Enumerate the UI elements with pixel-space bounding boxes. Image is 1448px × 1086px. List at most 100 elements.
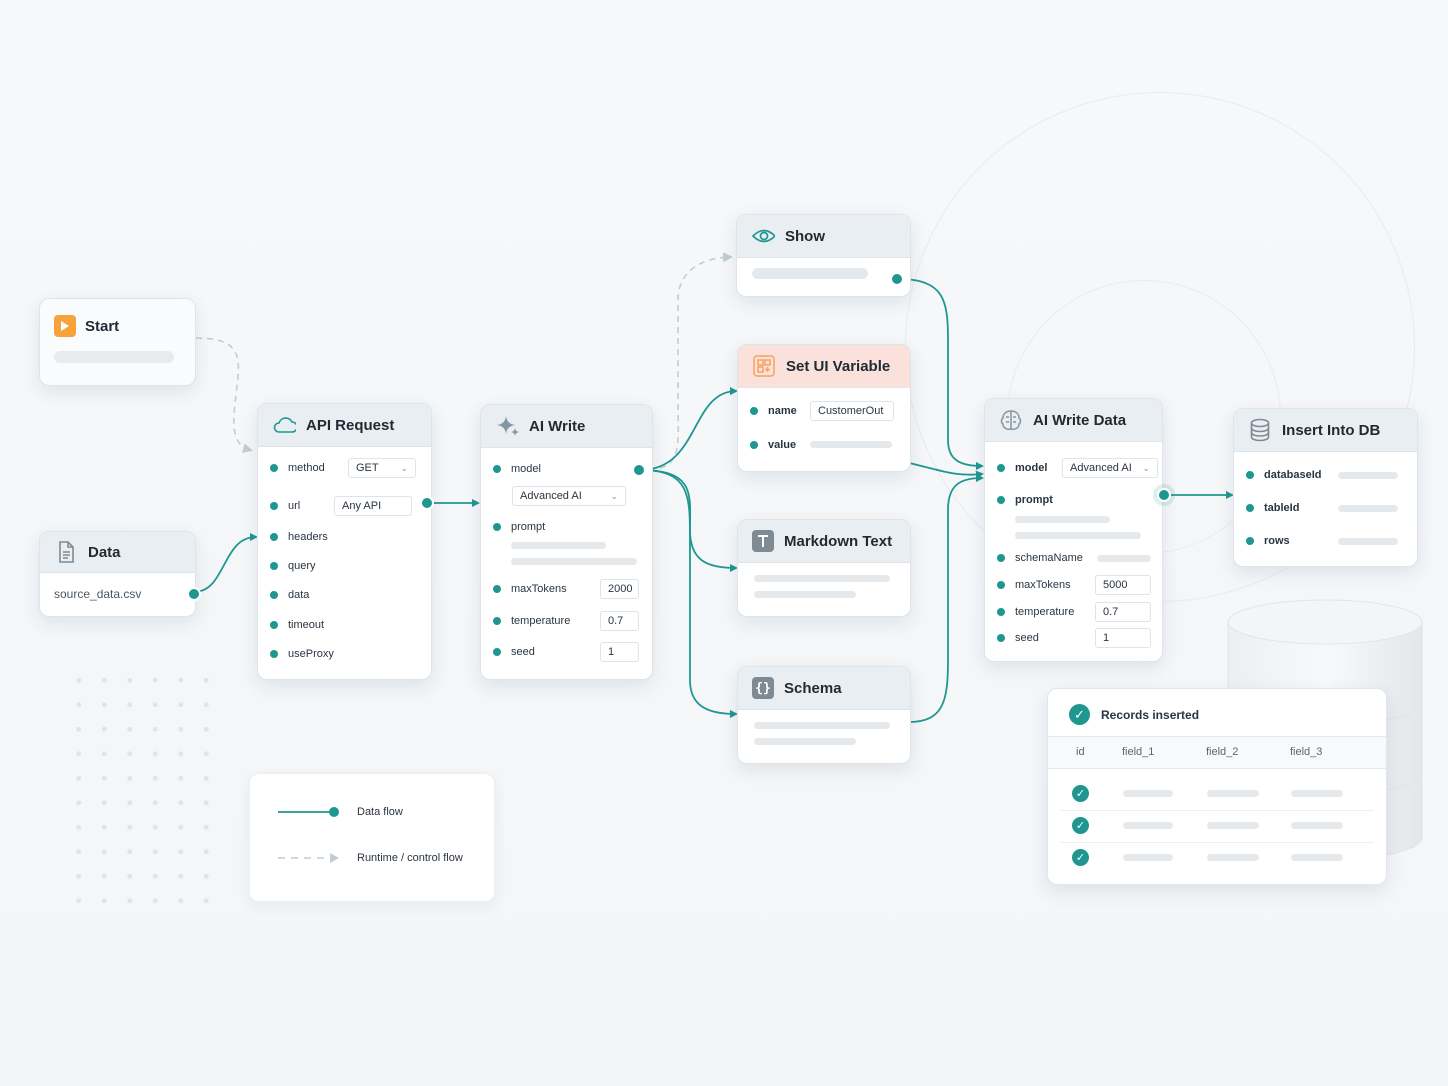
aiwd-seed-input[interactable]: 1	[1095, 628, 1151, 648]
markdown-text-node[interactable]: Markdown Text	[737, 519, 911, 617]
start-node-title: Start	[85, 317, 120, 335]
control-wire-start-to-api	[195, 337, 253, 453]
data-file-name: source_data.csv	[54, 587, 142, 601]
ai-write-node[interactable]: AI Write model Advanced AI⌄ prompt maxTo…	[480, 404, 653, 680]
aiwd-maxtokens-input[interactable]: 5000	[1095, 575, 1151, 595]
set-ui-variable-node[interactable]: Set UI Variable name CustomerOut value	[737, 344, 911, 472]
ai-write-data-node[interactable]: AI Write Data model Advanced AI⌄ prompt …	[984, 398, 1163, 662]
aiwd-field-model: model	[997, 462, 1047, 474]
text-icon	[752, 530, 774, 552]
db-tableid-bar	[1338, 505, 1398, 512]
wire-aiwrite-to-markdown	[639, 469, 738, 572]
data-flow-swatch	[278, 807, 339, 817]
show-output-port[interactable]	[890, 272, 904, 286]
row-cell-bar	[1291, 854, 1343, 861]
aiwrite-field-temperature: temperature	[493, 615, 570, 627]
braces-icon: {}	[752, 677, 774, 699]
db-field-rows: rows	[1246, 535, 1290, 547]
row-cell-bar	[1207, 790, 1259, 797]
aiwrite-field-seed: seed	[493, 646, 535, 658]
aiwd-schemaname-bar	[1097, 555, 1151, 562]
document-icon	[54, 540, 78, 564]
row-cell-bar	[1123, 790, 1173, 797]
markdown-bar-2	[754, 591, 856, 598]
ai-write-title: AI Write	[529, 417, 586, 435]
api-field-timeout: timeout	[270, 619, 324, 631]
ai-write-data-output-port[interactable]	[1157, 488, 1171, 502]
aiwrite-field-model: model	[493, 463, 541, 475]
control-wire-aiwrite-to-show	[659, 252, 733, 469]
ai-write-output-port[interactable]	[632, 463, 646, 477]
schema-node[interactable]: {} Schema	[737, 666, 911, 764]
start-node[interactable]: Start	[39, 298, 196, 386]
data-output-port[interactable]	[187, 587, 201, 601]
schema-bar-2	[754, 738, 856, 745]
show-title: Show	[785, 227, 825, 245]
database-icon	[1248, 418, 1272, 442]
play-icon	[54, 315, 76, 337]
variable-icon	[752, 354, 776, 378]
aiwd-field-temperature: temperature	[997, 606, 1074, 618]
insert-into-db-node[interactable]: Insert Into DB databaseId tableId rows	[1233, 408, 1418, 567]
api-method-select[interactable]: GET⌄	[348, 458, 416, 478]
table-row: ✓	[1060, 842, 1374, 874]
wire-aiwrite-to-schema	[639, 469, 738, 718]
aiwrite-seed-input[interactable]: 1	[600, 642, 639, 662]
sparkle-icon	[495, 414, 519, 438]
cloud-icon	[272, 413, 296, 437]
aiwd-field-maxtokens: maxTokens	[997, 579, 1071, 591]
api-field-query: query	[270, 560, 316, 572]
api-request-node[interactable]: API Request method GET⌄ url Any API head…	[257, 403, 432, 680]
markdown-bar-1	[754, 575, 890, 582]
setvar-field-name: name	[750, 405, 797, 417]
aiwrite-maxtokens-input[interactable]: 2000	[600, 579, 639, 599]
records-header-row	[1048, 737, 1386, 769]
chevron-down-icon: ⌄	[400, 463, 408, 473]
setvar-name-input[interactable]: CustomerOut	[810, 401, 894, 421]
wire-data-to-api	[193, 533, 258, 593]
ai-write-data-title: AI Write Data	[1033, 411, 1127, 429]
data-node-title: Data	[88, 543, 121, 561]
show-node[interactable]: Show	[736, 214, 911, 297]
legend-control-flow-label: Runtime / control flow	[357, 852, 463, 864]
column-header-field-2: field_2	[1206, 746, 1239, 758]
aiwd-field-prompt: prompt	[997, 494, 1053, 506]
aiwd-field-seed: seed	[997, 632, 1039, 644]
aiwrite-prompt-bar-2	[511, 558, 637, 565]
schema-title: Schema	[784, 679, 842, 697]
aiwrite-model-select[interactable]: Advanced AI⌄	[512, 486, 626, 506]
row-check-icon: ✓	[1072, 817, 1089, 834]
dot-grid-decoration	[66, 668, 216, 918]
aiwrite-prompt-bar-1	[511, 542, 606, 549]
api-url-input[interactable]: Any API	[334, 496, 412, 516]
aiwd-prompt-bar-1	[1015, 516, 1110, 523]
markdown-text-title: Markdown Text	[784, 532, 893, 550]
show-placeholder-bar	[752, 268, 868, 279]
data-node[interactable]: Data source_data.csv	[39, 531, 196, 617]
row-cell-bar	[1123, 822, 1173, 829]
api-field-url: url	[270, 500, 300, 512]
table-row: ✓	[1060, 778, 1374, 811]
api-field-headers: headers	[270, 531, 328, 543]
check-circle-icon: ✓	[1069, 704, 1090, 725]
aiwrite-field-prompt: prompt	[493, 521, 545, 533]
chevron-down-icon: ⌄	[610, 491, 618, 501]
legend-panel: Data flow Runtime / control flow	[249, 773, 495, 902]
db-field-databaseid: databaseId	[1246, 469, 1321, 481]
aiwrite-field-maxtokens: maxTokens	[493, 583, 567, 595]
row-cell-bar	[1207, 822, 1259, 829]
row-check-icon: ✓	[1072, 785, 1089, 802]
records-title: Records inserted	[1101, 708, 1200, 722]
records-inserted-panel: ✓ Records inserted id field_1 field_2 fi…	[1047, 688, 1387, 885]
wire-schema-to-aiwritedata	[908, 474, 984, 723]
api-request-output-port[interactable]	[420, 496, 434, 510]
db-rows-bar	[1338, 538, 1398, 545]
aiwd-temperature-input[interactable]: 0.7	[1095, 602, 1151, 622]
schema-bar-1	[754, 722, 890, 729]
aiwrite-temperature-input[interactable]: 0.7	[600, 611, 639, 631]
aiwd-model-select[interactable]: Advanced AI⌄	[1062, 458, 1158, 478]
row-cell-bar	[1291, 790, 1343, 797]
api-field-method: method	[270, 462, 325, 474]
api-field-data: data	[270, 589, 309, 601]
